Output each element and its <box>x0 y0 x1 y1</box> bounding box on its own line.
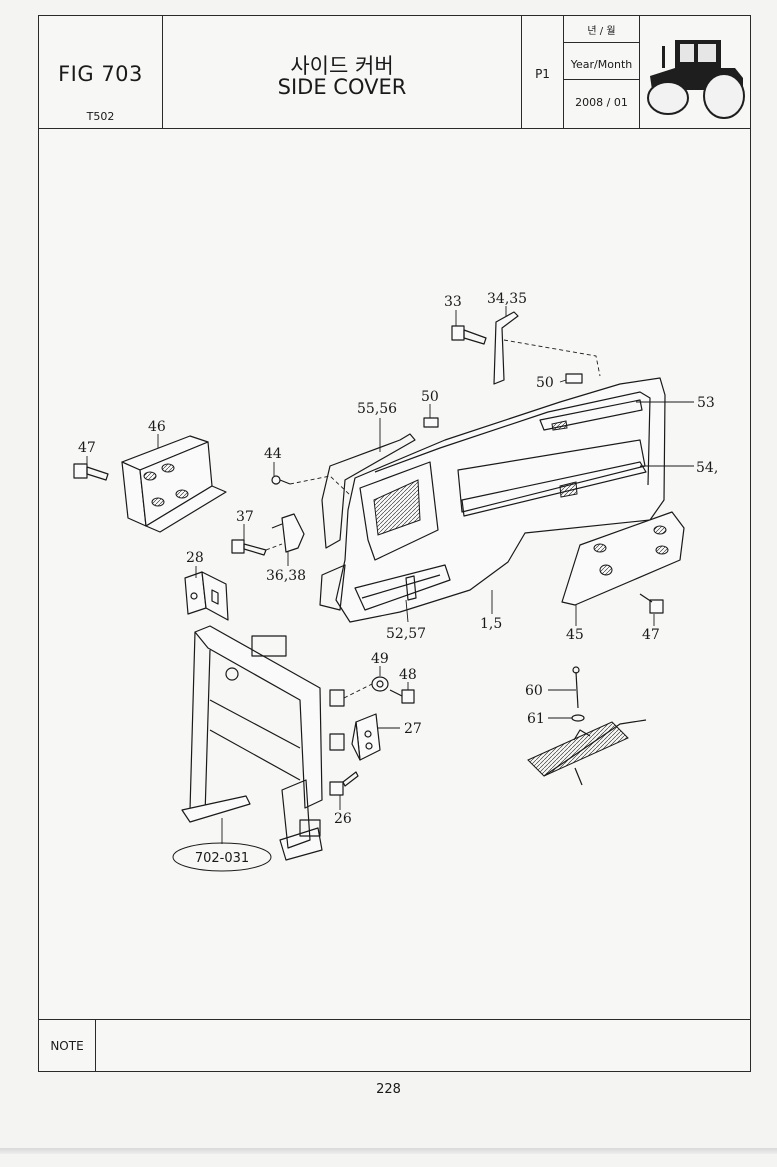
callout-54: 54, <box>696 460 718 476</box>
callout-61: 61 <box>527 711 545 727</box>
fasteners <box>73 311 664 796</box>
page-label: P1 <box>535 67 550 81</box>
figure-number: FIG 703 <box>58 62 143 86</box>
callout-50: 50 <box>421 389 439 405</box>
callout-49: 49 <box>371 651 389 667</box>
date-divider <box>564 79 639 80</box>
leader-lines <box>86 306 694 844</box>
bracket-28 <box>184 571 229 621</box>
date-label-korean: 년 / 월 <box>587 26 616 37</box>
callout-60: 60 <box>525 683 543 699</box>
callout-48: 48 <box>399 667 417 683</box>
scan-edge <box>0 1148 777 1154</box>
callout-33: 33 <box>444 294 462 310</box>
date-divider <box>564 42 639 43</box>
callout-labels: 33 34,35 50 50 53 55,56 46 47 44 54, 37 … <box>78 291 718 827</box>
note-label: NOTE <box>39 1020 96 1072</box>
callout-47-right: 47 <box>642 627 660 643</box>
callout-1-5: 1,5 <box>480 616 502 632</box>
note-area: NOTE <box>39 1019 750 1072</box>
callout-36-38: 36,38 <box>266 568 306 584</box>
mesh-cover <box>527 666 647 786</box>
title-cell: 사이드 커버 SIDE COVER <box>163 16 522 128</box>
date-label-english: Year/Month <box>570 58 633 71</box>
callout-28: 28 <box>186 550 204 566</box>
tractor-image-cell <box>640 16 752 128</box>
callout-53: 53 <box>697 395 715 411</box>
callout-34-35: 34,35 <box>487 291 527 307</box>
callout-45: 45 <box>566 627 584 643</box>
model-code: T502 <box>86 110 115 123</box>
callout-37: 37 <box>236 509 254 525</box>
reference-label: 702-031 <box>195 851 249 866</box>
reference-figure-link: 702-031 <box>172 842 272 872</box>
callout-46: 46 <box>148 419 166 435</box>
date-cell: 년 / 월 Year/Month 2008 / 01 <box>564 16 640 128</box>
callout-47: 47 <box>78 440 96 456</box>
callout-27: 27 <box>404 721 422 737</box>
support-frame <box>181 625 345 861</box>
callout-26: 26 <box>334 811 352 827</box>
title-english: SIDE COVER <box>277 75 407 99</box>
callout-52-57: 52,57 <box>386 626 426 642</box>
callout-44: 44 <box>264 446 282 462</box>
tractor-icon <box>647 40 745 119</box>
date-value: 2008 / 01 <box>575 96 628 109</box>
side-cover-panel <box>319 377 666 623</box>
callout-55-56: 55,56 <box>357 401 397 417</box>
header-block: FIG 703 T502 사이드 커버 SIDE COVER P1 년 / 월 … <box>39 16 750 129</box>
bracket-27 <box>351 713 381 761</box>
title-korean: 사이드 커버 <box>290 54 394 78</box>
page-number: 228 <box>376 1082 401 1097</box>
callout-50: 50 <box>536 375 554 391</box>
plate-45 <box>561 511 685 606</box>
page-cell: P1 <box>522 16 564 128</box>
bracket-46 <box>121 435 227 533</box>
figure-cell: FIG 703 T502 <box>39 16 163 128</box>
